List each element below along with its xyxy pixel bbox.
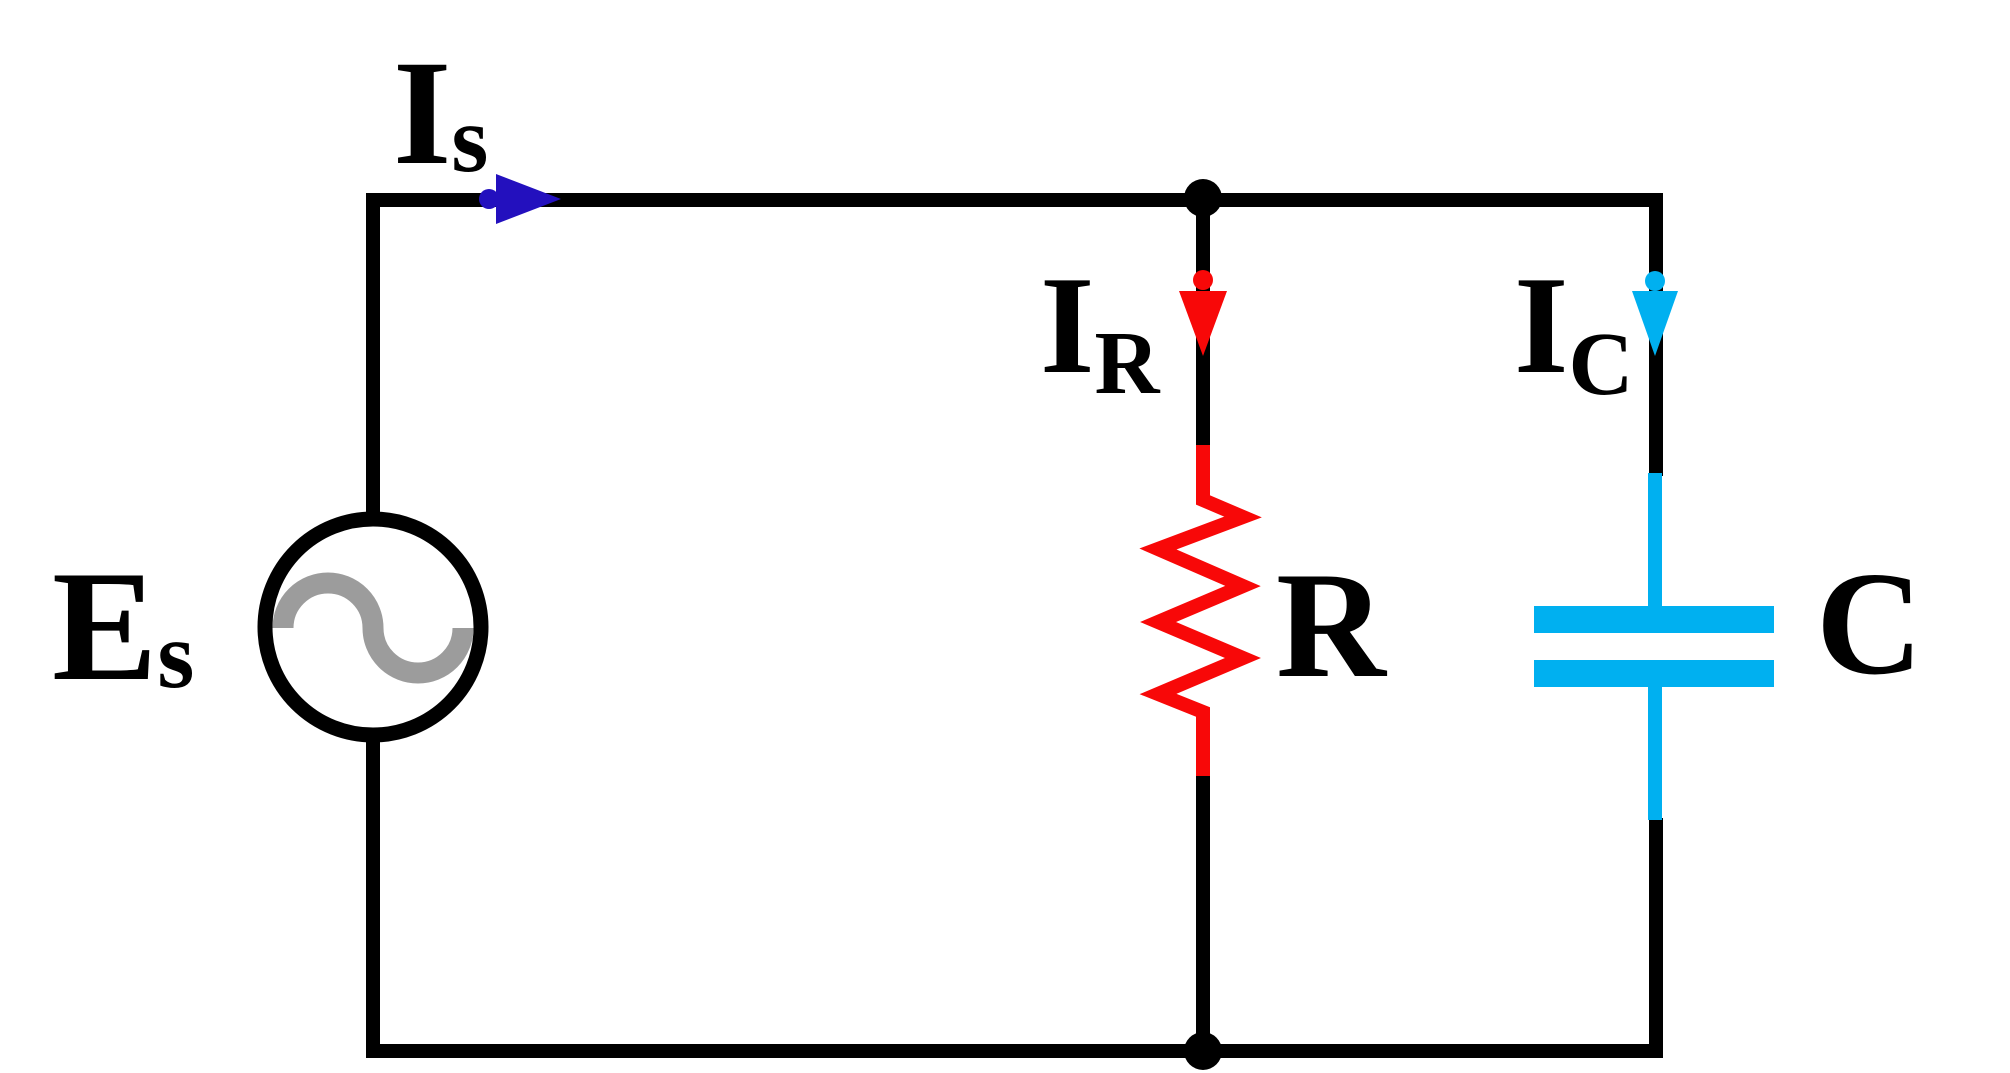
source-current-arrow-icon: [479, 174, 561, 224]
capacitor-current-label: IC: [1514, 248, 1633, 414]
ac-sine-wave-icon: [272, 572, 474, 684]
resistor-label: R: [1276, 541, 1388, 709]
source-current-arrowhead: [496, 174, 561, 224]
resistor-current-label-base: I: [1040, 248, 1094, 403]
resistor-current-label-sub: R: [1094, 314, 1160, 413]
capacitor-current-arrow-icon: [1632, 271, 1678, 356]
source-voltage-label-base: E: [52, 539, 157, 714]
capacitor-current-arrow-tail-dot: [1645, 271, 1665, 291]
capacitor-branch: [1534, 473, 1774, 820]
resistor-current-arrow-tail-dot: [1193, 270, 1213, 290]
junction-dot-bottom: [1184, 1032, 1222, 1070]
wires: [366, 193, 1663, 1058]
zigzag-resistor-icon: [1139, 445, 1262, 776]
capacitor-current-arrowhead: [1632, 291, 1678, 356]
source-current-label-sub: s: [451, 86, 488, 192]
wire-bottom-loop: [366, 740, 1663, 1058]
source-voltage-label: Es: [52, 539, 194, 714]
source-voltage-label-sub: s: [157, 602, 194, 708]
junction-dot-top: [1184, 179, 1222, 217]
capacitor-current-label-base: I: [1514, 248, 1568, 403]
resistor-current-arrow-icon: [1179, 270, 1227, 356]
ac-source: [257, 511, 489, 743]
source-current-label-base: I: [393, 30, 451, 196]
source-current-label: Is: [393, 30, 488, 196]
resistor-current-arrowhead: [1179, 291, 1227, 356]
wire-left-top-right: [366, 193, 1663, 515]
capacitor-plate-bottom: [1534, 660, 1774, 687]
labels: Is Es IR IC R C: [52, 30, 1923, 714]
capacitor-label: C: [1816, 542, 1923, 706]
source-current-arrow-tail-dot: [479, 189, 499, 209]
resistor-current-label: IR: [1040, 248, 1160, 413]
parallel-plate-capacitor-icon: [1534, 606, 1774, 687]
capacitor-plate-top: [1534, 606, 1774, 633]
junction-dots: [1184, 179, 1222, 1070]
capacitor-current-label-sub: C: [1568, 315, 1633, 414]
